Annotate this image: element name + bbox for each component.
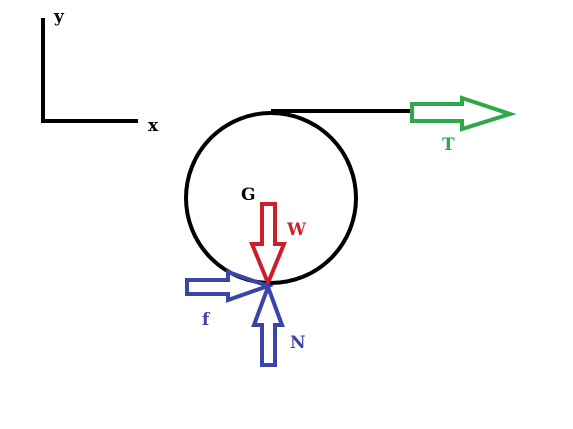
tension-force: T [410, 95, 517, 155]
normal-label: N [290, 333, 306, 353]
weight-label: W [286, 220, 307, 240]
x-axis-label: x [148, 116, 159, 136]
weight-arrow [249, 202, 287, 289]
cylinder-body [184, 111, 358, 285]
center-of-mass-label: G [241, 185, 256, 205]
friction-arrow [185, 269, 275, 303]
normal-arrow [251, 281, 285, 367]
y-axis-label: y [53, 7, 65, 27]
friction-force: f [185, 269, 275, 330]
tension-label: T [442, 135, 455, 155]
friction-label: f [202, 310, 211, 330]
weight-force: W [249, 202, 307, 289]
normal-force: N [251, 281, 306, 367]
tension-arrow [410, 95, 517, 132]
coordinate-axes: y x [41, 7, 159, 136]
